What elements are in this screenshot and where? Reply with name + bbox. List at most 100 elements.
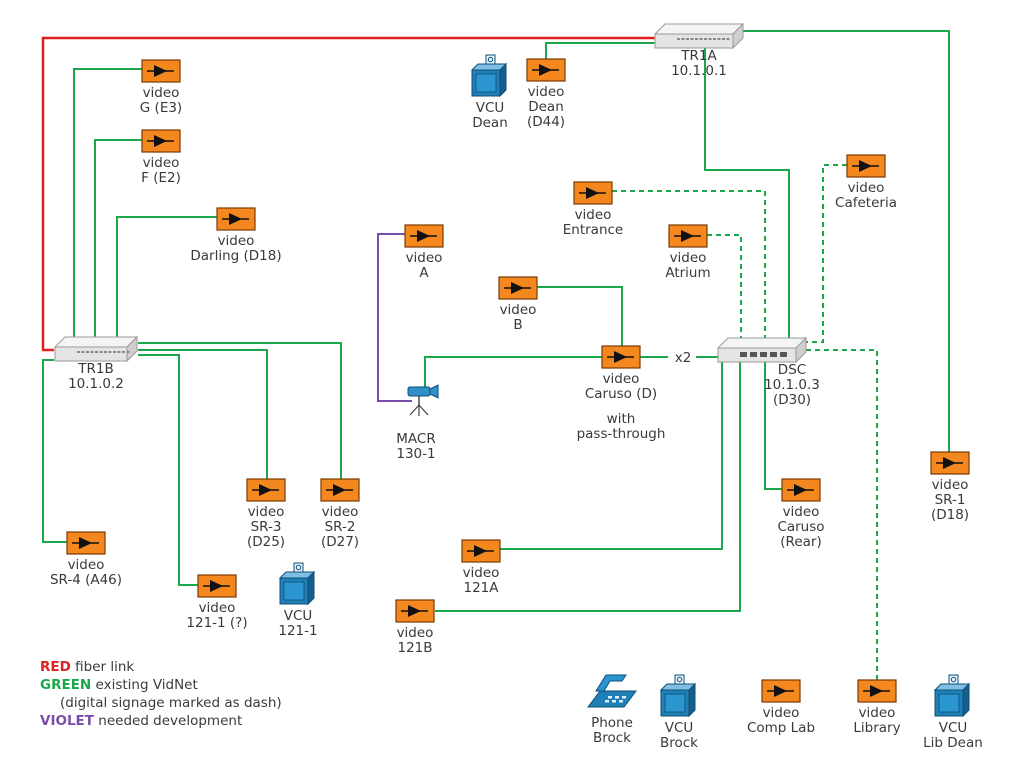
switch-dsc-label-1: 10.1.0.3: [764, 377, 820, 393]
port-icon: [95, 351, 98, 353]
switch-tr1a-label-0: TR1A: [680, 48, 717, 64]
video-node-caruso_rear-label-0: video: [783, 504, 820, 520]
switch-front: [54, 346, 128, 362]
legend-violet: VIOLET needed development: [40, 712, 282, 730]
play-arrow-icon: [333, 484, 346, 496]
vcu-side: [499, 62, 507, 98]
video-node-a-label-0: video: [406, 250, 443, 266]
video-node-sr1-label-0: video: [932, 477, 969, 493]
switch-tr1b-label-0: TR1B: [77, 361, 113, 377]
port-icon: [750, 352, 757, 357]
port-icon: [122, 351, 125, 353]
vcu-camera-icon: [485, 54, 496, 65]
video-node-sr2-label-1: SR-2: [325, 519, 356, 535]
port-icon: [81, 351, 85, 353]
vcu-vcu_dean-label-1: Dean: [472, 115, 508, 131]
video-node-entrance-label-0: video: [575, 207, 612, 223]
video-node-v121b-label-1: 121B: [397, 640, 432, 656]
video-node-f-label-1: F (E2): [141, 170, 181, 186]
play-arrow-icon: [210, 580, 223, 592]
vidnet-link-21: [806, 349, 878, 680]
vidnet-link-3: [116, 216, 217, 340]
switch-dsc-label-2: (D30): [773, 392, 811, 408]
vcu-vcu_brock-label-1: Brock: [660, 735, 698, 751]
port-icon: [713, 38, 716, 40]
vidnet-link-18: [612, 190, 766, 343]
play-arrow-icon: [154, 135, 167, 147]
camera-macr-label-1: 130-1: [396, 446, 435, 462]
video-node-sr2-label-0: video: [322, 504, 359, 520]
lens-icon: [295, 564, 302, 571]
video-node-darling-label-1: Darling (D18): [190, 248, 281, 264]
vcu-screen: [283, 581, 305, 601]
legend-red-key: RED: [40, 659, 71, 675]
port-icon: [104, 351, 107, 353]
play-arrow-icon: [154, 65, 167, 77]
phone-key-icon: [615, 696, 619, 699]
vidnet-link-5: [138, 349, 268, 479]
link-multiplier-label: x2: [675, 350, 692, 366]
play-arrow-icon: [794, 484, 807, 496]
video-node-darling-label-0: video: [218, 233, 255, 249]
port-icon: [708, 38, 712, 40]
video-node-v121a-label-1: 121A: [463, 580, 499, 596]
vcu-screen: [938, 693, 960, 713]
port-icon: [695, 38, 698, 40]
port-icon: [717, 38, 721, 40]
play-arrow-icon: [539, 64, 552, 76]
video-node-caruso_d-label-0: video: [603, 371, 640, 387]
play-arrow-icon: [586, 187, 599, 199]
video-node-v121a-label-0: video: [463, 565, 500, 581]
vidnet-link-4: [138, 342, 342, 479]
play-arrow-icon: [943, 457, 956, 469]
port-icon: [686, 38, 689, 40]
video-node-library-label-1: Library: [853, 720, 900, 736]
port-icon: [780, 352, 787, 357]
legend: RED fiber link GREEN existing VidNet (di…: [40, 658, 282, 730]
video-node-entrance-label-1: Entrance: [563, 222, 624, 238]
video-node-g-label-1: G (E3): [140, 100, 182, 116]
video-node-caruso_rear-label-1: Caruso: [777, 519, 824, 535]
vcu-side: [688, 682, 696, 718]
video-node-library-label-0: video: [859, 705, 896, 721]
lens-icon: [676, 676, 683, 683]
port-icon: [86, 351, 89, 353]
switch-side: [795, 336, 807, 364]
legend-green-note: (digital signage marked as dash): [60, 695, 282, 711]
port-icon: [699, 38, 703, 40]
vcu-vcu_lib_dean-label-0: VCU: [939, 720, 968, 736]
play-arrow-icon: [774, 685, 787, 697]
phone-base-icon: [587, 690, 637, 708]
port-icon: [740, 352, 747, 357]
switch-tr1a-label-1: 10.1.0.1: [671, 63, 727, 79]
switch-top: [716, 337, 808, 349]
video-node-v121b-label-0: video: [397, 625, 434, 641]
phone-brock-label-1: Brock: [593, 730, 631, 746]
video-node-sr3-label-2: (D25): [247, 534, 285, 550]
video-node-v121_1-label-0: video: [199, 600, 236, 616]
switch-top: [53, 336, 139, 348]
legend-red-text: fiber link: [75, 659, 135, 675]
play-arrow-icon: [681, 230, 694, 242]
camera-lens-icon: [429, 384, 439, 399]
switch-dsc-label-0: DSC: [778, 362, 806, 378]
legend-violet-text: needed development: [98, 713, 243, 729]
vidnet-link-19: [707, 234, 742, 343]
port-icon: [722, 38, 725, 40]
vcu-camera-icon: [674, 674, 685, 685]
phone-key-icon: [608, 696, 612, 699]
port-icon: [99, 351, 103, 353]
port-icon: [690, 38, 694, 40]
